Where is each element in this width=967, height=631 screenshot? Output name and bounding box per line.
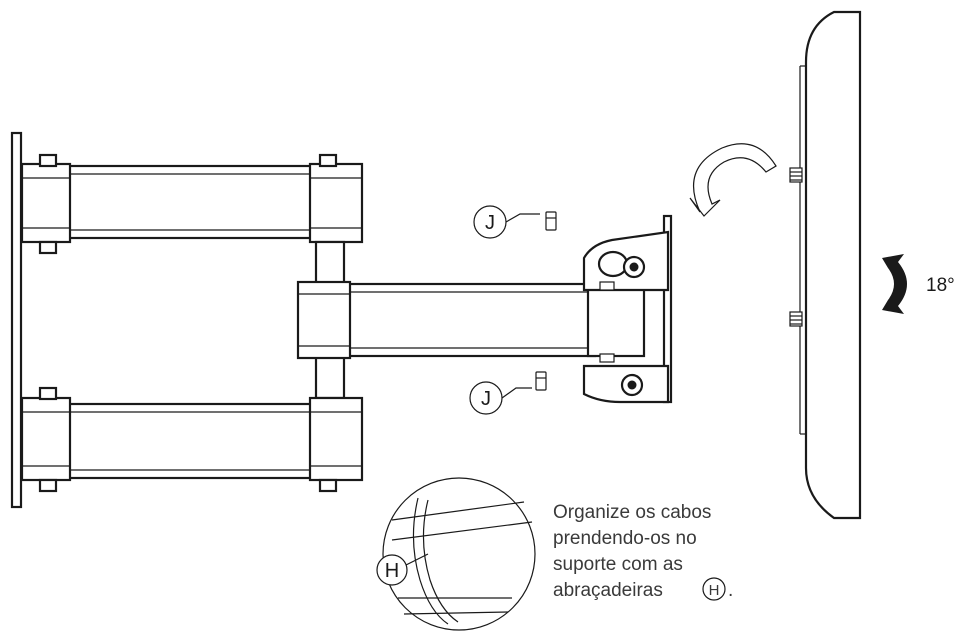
tilt-angle-label: 18° <box>926 275 955 296</box>
cable-instruction: Organize os cabos prendendo-os no suport… <box>553 502 733 601</box>
front-arm <box>296 280 597 360</box>
instruction-inline-symbol: H <box>709 582 720 599</box>
tilt-arrow-icon <box>882 254 907 314</box>
callout-j-upper-label: J <box>485 212 495 234</box>
strap-label: H <box>385 560 399 582</box>
curved-arrow-icon <box>689 143 777 217</box>
callout-j-lower-label: J <box>481 388 491 410</box>
cable-tie-detail: H <box>376 477 536 631</box>
callout-j-lower: J <box>469 371 547 415</box>
screw-j-lower <box>535 371 547 391</box>
lower-arm <box>20 386 364 493</box>
tv-mount-stud-upper <box>789 167 803 183</box>
tilt-bracket <box>582 214 673 404</box>
instruction-line-3: suporte com as <box>553 554 683 575</box>
instruction-line-4: abraçadeiras <box>553 580 663 601</box>
instruction-period: . <box>728 580 733 601</box>
upper-arm <box>20 153 364 255</box>
callout-j-upper: J <box>473 205 557 239</box>
instruction-line-2: prendendo-os no <box>553 528 697 549</box>
wall-plate <box>10 131 23 509</box>
tv-side-view <box>789 10 862 520</box>
instruction-line-1: Organize os cabos <box>553 502 711 523</box>
tv-mount-stud-lower <box>789 311 803 327</box>
screw-j-upper <box>545 211 557 231</box>
